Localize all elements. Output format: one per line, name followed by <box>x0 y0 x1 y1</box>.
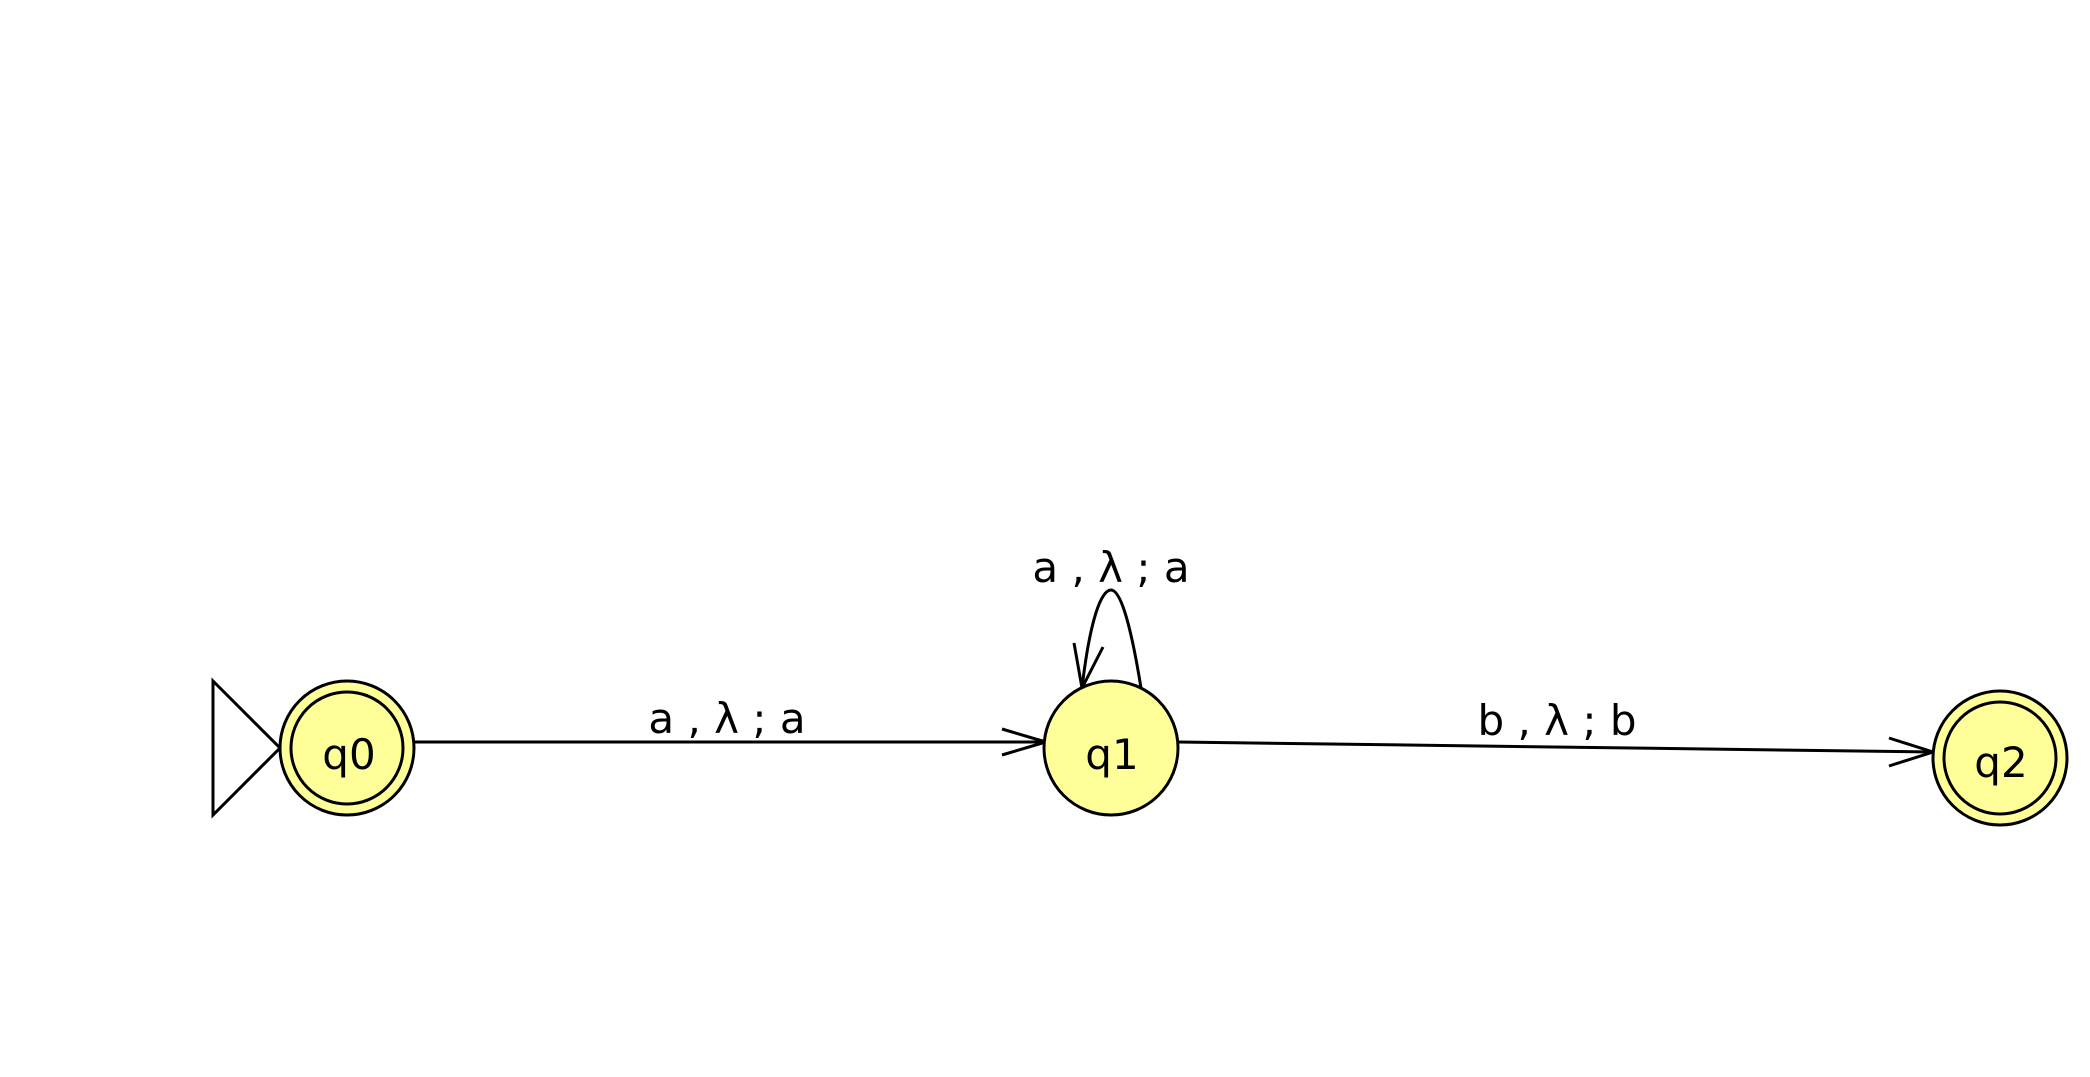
initial-state-marker <box>211 677 283 819</box>
final-state-ring <box>1942 700 2058 816</box>
state-q2[interactable]: q2 <box>1931 689 2069 827</box>
state-label: q2 <box>1974 738 2027 787</box>
state-label: q1 <box>1085 730 1138 779</box>
self-loop-edge <box>1080 588 1143 689</box>
transition-q1-q1[interactable]: a , λ ; a <box>1032 543 1190 693</box>
transition-edge <box>1177 740 1934 754</box>
state-q1[interactable]: q1 <box>1042 679 1180 817</box>
transition-q0-q1[interactable]: a , λ ; a <box>414 694 1052 757</box>
transition-label: a , λ ; a <box>1032 543 1189 592</box>
transition-label: a , λ ; a <box>648 694 805 743</box>
state-circle <box>278 679 416 817</box>
final-state-ring <box>289 690 405 806</box>
transition-q1-q2[interactable]: b , λ ; b <box>1177 696 1938 768</box>
transition-label: b , λ ; b <box>1477 696 1636 745</box>
state-circle <box>1931 689 2069 827</box>
state-label: q0 <box>322 730 375 779</box>
state-q0[interactable]: q0 <box>278 679 416 817</box>
state-circle <box>1042 679 1180 817</box>
